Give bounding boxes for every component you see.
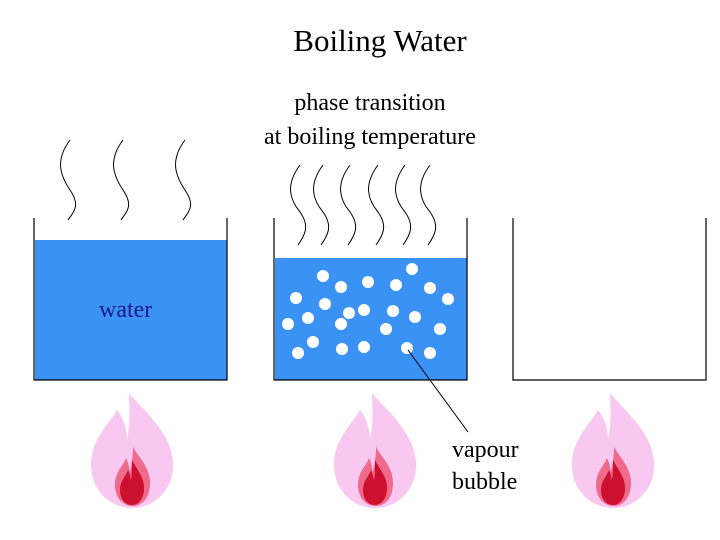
vapour-bubble-label: vapour bubble: [452, 434, 519, 498]
flame-core: [363, 460, 388, 505]
steam-wisp: [60, 139, 77, 221]
steam-wisp: [113, 139, 130, 221]
vapour-bubble: [380, 323, 392, 335]
container-outline: [512, 218, 707, 381]
container-boiling: [273, 164, 469, 433]
vapour-bubble: [409, 311, 421, 323]
steam-wisp: [368, 164, 385, 246]
vapour-bubble: [362, 276, 374, 288]
vapour-bubble: [434, 323, 446, 335]
vapour-pointer-line: [407, 349, 469, 433]
vapour-bubble: [290, 292, 302, 304]
flame-outer: [334, 393, 417, 508]
vapour-bubble: [358, 304, 370, 316]
flame: [91, 393, 174, 508]
vapour-bubble: [390, 279, 402, 291]
flame-core: [601, 460, 626, 505]
vapour-bubble: [406, 263, 418, 275]
caption-line-2: at boiling temperature: [264, 124, 476, 150]
flame: [334, 393, 417, 508]
container-outline: [273, 218, 468, 381]
vapour-bubble: [424, 347, 436, 359]
water-label: water: [99, 297, 153, 323]
caption-line-1: phase transition: [294, 90, 446, 116]
steam-wisp: [420, 164, 437, 246]
vapour-bubble: [358, 341, 370, 353]
vapour-bubble: [387, 305, 399, 317]
phase-transition-caption: phase transition at boiling temperature: [220, 86, 520, 154]
water-fill: [35, 240, 227, 380]
vapour-bubble: [343, 307, 355, 319]
steam-wisp: [175, 139, 192, 221]
vapour-label-line-2: bubble: [452, 469, 518, 495]
steam-wisp: [340, 164, 357, 246]
vapour-bubble: [292, 347, 304, 359]
vapour-bubble: [424, 282, 436, 294]
vapour-bubbles: [282, 263, 454, 359]
vapour-bubble: [307, 336, 319, 348]
container-empty: [512, 218, 707, 381]
flame-outer: [91, 393, 174, 508]
steam-wisp: [290, 164, 307, 246]
vapour-bubble: [282, 318, 294, 330]
steam-wisp: [395, 164, 412, 246]
vapour-bubble: [319, 298, 331, 310]
steam-wisp: [313, 164, 330, 246]
vapour-label-line-1: vapour: [452, 437, 519, 463]
vapour-bubble: [336, 343, 348, 355]
container-heating: [33, 139, 228, 381]
flame-core: [120, 460, 145, 505]
vapour-bubble: [335, 281, 347, 293]
diagram-title: Boiling Water: [293, 23, 467, 58]
container-outline: [33, 218, 228, 381]
vapour-bubble: [401, 342, 413, 354]
vapour-bubble: [302, 312, 314, 324]
vapour-bubble: [317, 270, 329, 282]
flame: [572, 393, 655, 508]
flame-outer: [572, 393, 655, 508]
vapour-bubble: [442, 293, 454, 305]
vapour-bubble: [335, 318, 347, 330]
